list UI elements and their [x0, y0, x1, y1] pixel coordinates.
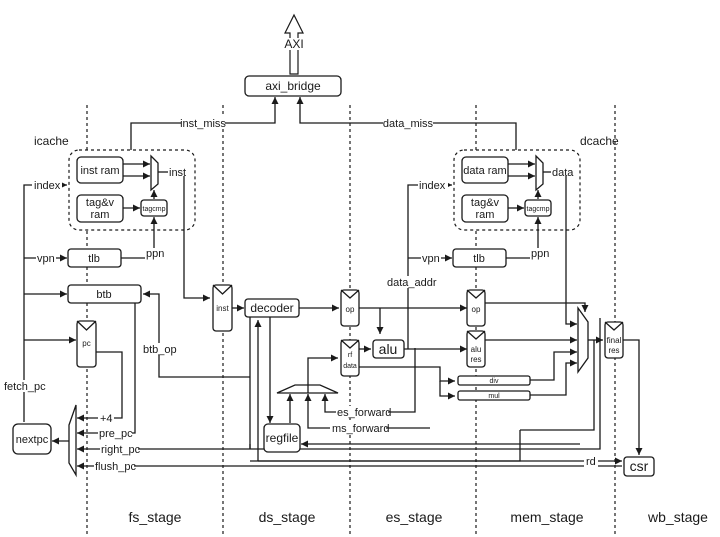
axi-bridge: axi_bridge — [244, 75, 342, 97]
axi-bus-arrow: AXI — [284, 13, 304, 75]
pre-pc-wire — [77, 303, 136, 437]
data-ram: data ram — [461, 156, 509, 184]
csr-label: csr — [630, 458, 649, 474]
fetch-pc-label: fetch_pc — [4, 381, 46, 393]
data-miss-label: data_miss — [383, 118, 434, 130]
rf-data-register: rf data — [340, 339, 360, 377]
rd-label: rd — [586, 456, 596, 468]
icache-way-mux — [150, 154, 159, 192]
pc-register: pc — [76, 320, 97, 368]
nextpc: nextpc — [12, 423, 52, 455]
stage-label-ds: ds_stage — [259, 509, 316, 525]
nextpc-mux — [68, 404, 77, 478]
alu-res-register: alu res — [466, 330, 486, 368]
icache-inst-label: inst — [169, 167, 186, 179]
mem-op-register: op — [466, 289, 486, 327]
decoder: decoder — [244, 298, 300, 318]
final-res-line2: res — [608, 346, 619, 355]
result-mux — [577, 305, 589, 375]
itlb-label: tlb — [88, 253, 100, 265]
rf-line2: data — [343, 363, 357, 370]
dcache-index-label: index — [419, 180, 446, 192]
div-unit: div — [457, 375, 531, 386]
data-ram-label: data ram — [463, 165, 506, 177]
alu-res-line1: alu — [471, 345, 482, 354]
dcache-tagcmp: tagcmp — [524, 199, 552, 217]
stage-label-es: es_stage — [386, 509, 443, 525]
nextpc-label: nextpc — [16, 434, 49, 446]
regfile: regfile — [263, 423, 301, 453]
alu-res-line2: res — [470, 355, 481, 364]
mul-unit: mul — [457, 390, 531, 401]
inst-miss-label: inst_miss — [180, 118, 226, 130]
es-op-register: op — [340, 289, 360, 327]
regfile-label: regfile — [266, 431, 299, 445]
inst-to-ds-wire — [183, 176, 210, 302]
dcache-vpn-label: vpn — [422, 253, 440, 265]
axi-label: AXI — [284, 37, 303, 51]
icache-tagcmp: tagcmp — [140, 199, 168, 217]
icache-label: icache — [34, 134, 69, 148]
tagcmp-label: tagcmp — [143, 206, 166, 213]
icache-index-label: index — [34, 180, 61, 192]
tagv-line1: tag&v — [86, 197, 115, 209]
csr: csr — [623, 456, 655, 477]
final-res-register: final res — [604, 321, 624, 359]
mul-label: mul — [488, 393, 500, 400]
data-addr-label: data_addr — [387, 277, 437, 289]
div-label: div — [490, 378, 499, 385]
tagv-line2: ram — [476, 209, 495, 221]
tagcmp-label: tagcmp — [527, 206, 550, 213]
ms-forward-label: ms_forward — [332, 423, 389, 435]
tagv-line2: ram — [91, 209, 110, 221]
dcache-ppn-label: ppn — [531, 248, 549, 260]
tagv-line1: tag&v — [471, 197, 500, 209]
dcache-way-mux — [535, 154, 544, 192]
final-res-line1: final — [607, 336, 622, 345]
axi-bridge-label: axi_bridge — [265, 79, 321, 93]
btb-op-wire — [143, 290, 250, 378]
flush-pc-label: flush_pc — [95, 461, 136, 473]
dcache-data-label: data — [552, 167, 574, 179]
inst-ram-label: inst ram — [80, 165, 119, 177]
icache-tagv-ram: tag&v ram — [76, 194, 124, 223]
icache-ppn-label: ppn — [146, 248, 164, 260]
stage-label-wb: wb_stage — [647, 509, 708, 525]
itlb: tlb — [67, 248, 122, 268]
data-addr-wire — [407, 181, 452, 349]
dtlb-label: tlb — [473, 253, 485, 265]
btb-label: btb — [96, 289, 111, 301]
stage-label-fs: fs_stage — [129, 509, 182, 525]
alu: alu — [372, 339, 405, 359]
alu-label: alu — [379, 341, 398, 357]
ms-forward-wire — [304, 394, 430, 429]
stage-labels: fs_stage ds_stage es_stage mem_stage wb_… — [129, 509, 709, 525]
right-pc-label: right_pc — [101, 444, 141, 456]
inst-register: inst — [212, 284, 233, 332]
icache-vpn-label: vpn — [37, 253, 55, 265]
pc-label: pc — [82, 339, 90, 348]
dcache-tagv-ram: tag&v ram — [461, 194, 509, 223]
es-op-label: op — [346, 305, 355, 314]
dcache-label: dcache — [580, 134, 619, 148]
stage-label-mem: mem_stage — [510, 509, 583, 525]
plus4-label: +4 — [100, 413, 113, 425]
dtlb: tlb — [452, 248, 507, 268]
btb: btb — [67, 284, 142, 304]
decoder-label: decoder — [250, 301, 293, 315]
pre-pc-label: pre_pc — [99, 428, 133, 440]
btb-op-label: btb_op — [143, 344, 177, 356]
inst-reg-label: inst — [216, 304, 229, 313]
right-pc-wire — [77, 318, 601, 453]
rf-line1: rf — [348, 352, 352, 359]
inst-ram: inst ram — [76, 156, 124, 184]
mem-op-label: op — [472, 305, 481, 314]
es-forward-label: es_forward — [337, 407, 391, 419]
